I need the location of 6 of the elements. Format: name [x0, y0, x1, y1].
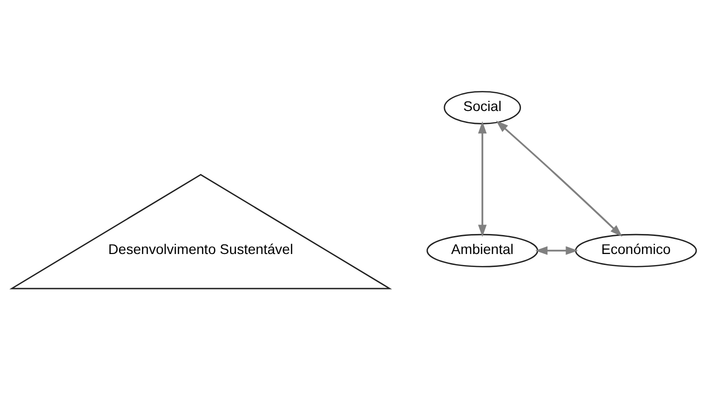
- arrow: [496, 120, 622, 236]
- arrow: [535, 246, 578, 254]
- arrow: [478, 120, 487, 236]
- node-ellipse: Económico: [575, 233, 697, 267]
- node-ellipse: Ambiental: [426, 233, 538, 267]
- node-ellipse: Social: [444, 90, 521, 124]
